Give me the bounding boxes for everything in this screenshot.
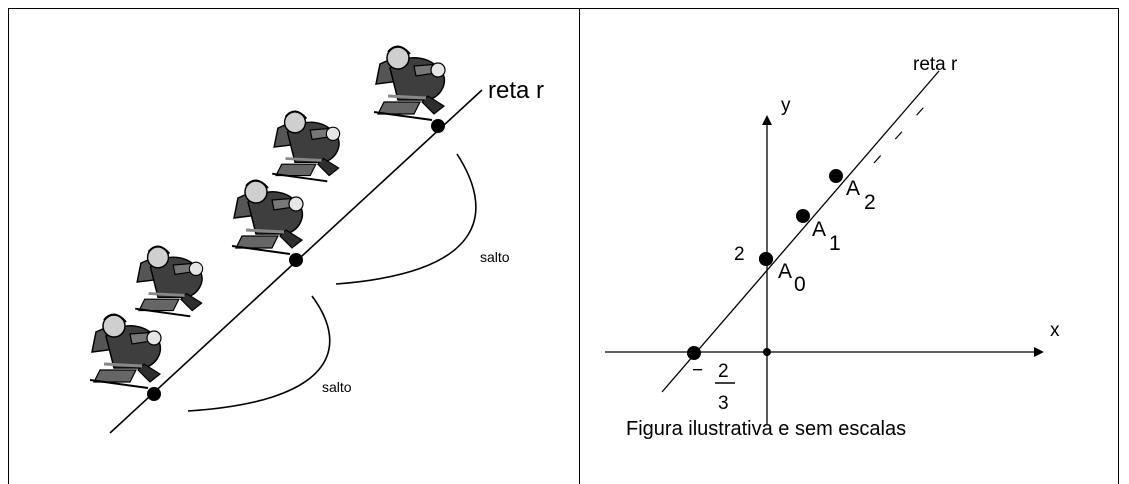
jumper-figure	[133, 245, 205, 318]
x-intercept-point	[687, 346, 701, 360]
right-panel-graph: x y reta r − 2 3 2 A 0 A 1 A 2 Figura il…	[605, 54, 1060, 440]
line-r-label: reta r	[488, 77, 544, 104]
jump-label: salto	[322, 379, 352, 395]
point-letter: A	[846, 177, 860, 200]
left-panel-illustration: reta r salto salto	[88, 44, 544, 434]
point-a0	[759, 252, 773, 266]
jump-arc	[187, 295, 331, 412]
x-intercept-label: − 2 3	[692, 360, 735, 414]
jump-label: salto	[480, 249, 510, 265]
jumper-figure	[372, 44, 447, 122]
x-intercept-denominator: 3	[718, 393, 729, 414]
figure-frame	[8, 8, 1119, 484]
point-a0-label: A 0	[778, 260, 806, 296]
y-intercept-label: 2	[734, 244, 745, 265]
point-a1-label: A 1	[812, 218, 841, 255]
landing-point	[289, 253, 303, 267]
x-axis-label: x	[1050, 320, 1060, 341]
jumper-figure	[88, 312, 163, 390]
point-index: 1	[829, 232, 841, 255]
line-r-dashed-extension	[873, 97, 933, 164]
jumper-figure	[270, 110, 342, 183]
point-a2-label: A 2	[846, 177, 876, 214]
x-intercept-minus: −	[692, 360, 703, 381]
point-a1	[796, 209, 810, 223]
jump-arc	[335, 153, 477, 285]
point-index: 2	[864, 191, 876, 214]
x-intercept-numerator: 2	[718, 361, 729, 382]
landing-point	[431, 119, 445, 133]
point-index: 0	[794, 273, 806, 296]
jumper-figure	[230, 178, 305, 256]
landing-point	[147, 387, 161, 401]
figure-caption: Figura ilustrativa e sem escalas	[626, 418, 906, 440]
point-letter: A	[778, 260, 792, 283]
y-axis-label: y	[781, 95, 791, 116]
line-r	[661, 70, 940, 393]
origin-point	[763, 348, 771, 356]
point-letter: A	[812, 218, 826, 241]
point-a2	[829, 169, 843, 183]
line-r-label: reta r	[913, 54, 958, 75]
panel-divider	[579, 8, 580, 484]
